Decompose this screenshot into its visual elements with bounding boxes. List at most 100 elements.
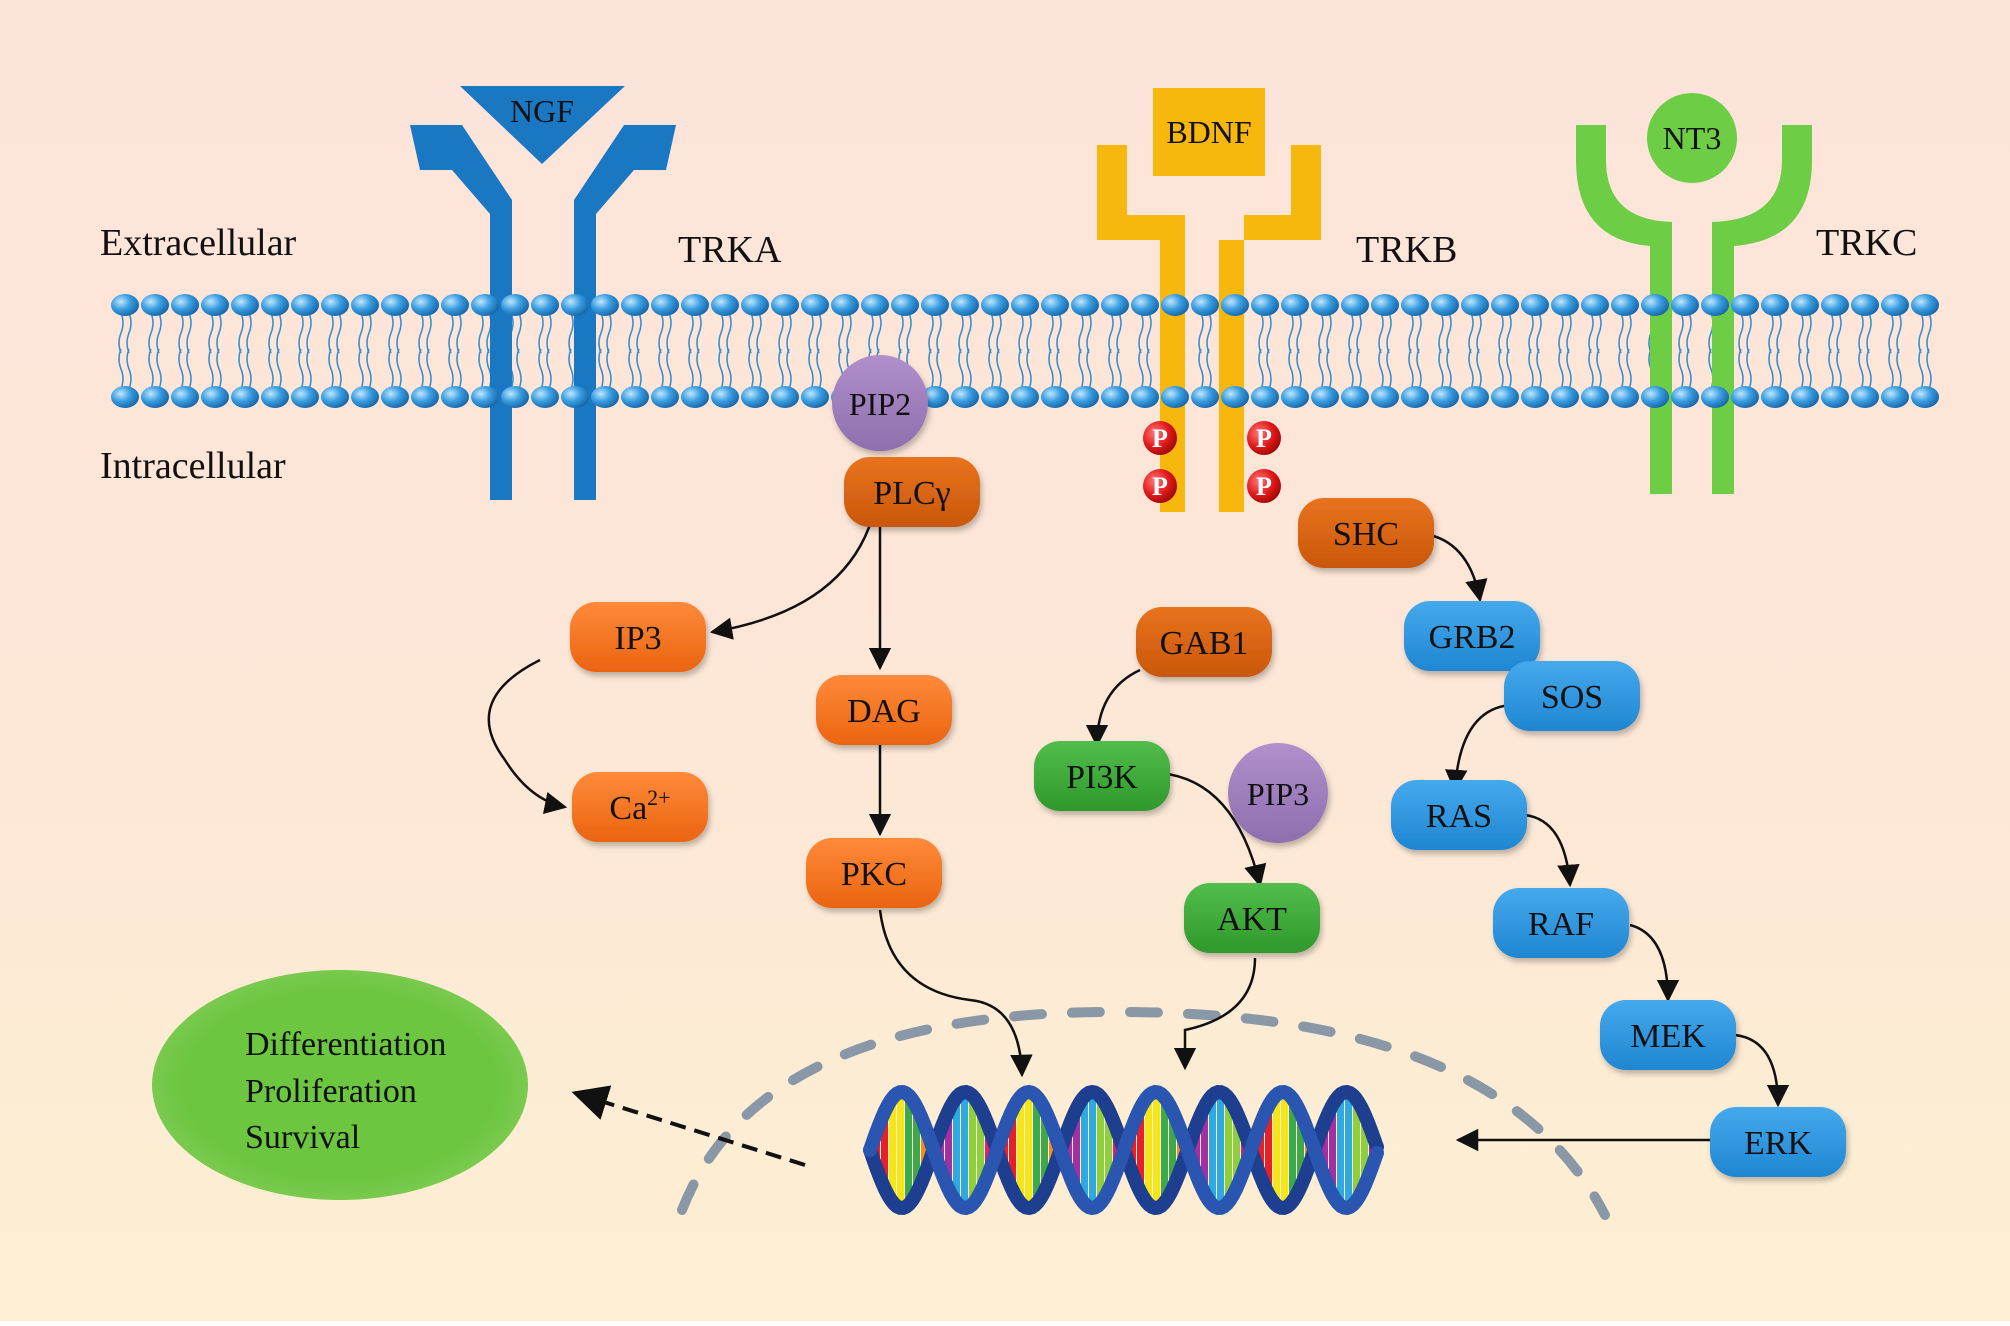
svg-text:P: P xyxy=(1152,424,1168,453)
lipid-head xyxy=(1851,294,1879,316)
svg-text:P: P xyxy=(1152,472,1168,501)
lipid-tail xyxy=(636,312,642,390)
lipid-head xyxy=(1731,386,1759,408)
pi3k-label: PI3K xyxy=(1066,759,1138,796)
lipid-head xyxy=(771,386,799,408)
lipid-tail xyxy=(726,312,732,390)
lipid-tail xyxy=(1468,312,1474,390)
phospho-icon: P xyxy=(1247,421,1281,455)
lipid-head xyxy=(1761,386,1789,408)
dag-node: DAG xyxy=(816,675,952,745)
lipid-tail xyxy=(1836,312,1842,390)
lipid-head xyxy=(981,294,1009,316)
lipid-tail xyxy=(1858,312,1864,390)
lipid-head xyxy=(1041,386,1069,408)
lipid-head xyxy=(261,294,289,316)
arrow-gab1-pi3k xyxy=(1085,668,1141,748)
base-pair xyxy=(953,1097,960,1203)
lipid-head xyxy=(1551,294,1579,316)
lipid-head xyxy=(1791,294,1819,316)
arrow-ip3-ca xyxy=(487,658,568,815)
lipid-tail xyxy=(546,312,552,390)
lipid-tail xyxy=(1138,312,1144,390)
base-pair xyxy=(1273,1095,1280,1205)
lipid-tail xyxy=(456,312,462,390)
base-pair xyxy=(1097,1096,1104,1204)
lipid-head xyxy=(1131,386,1159,408)
lipid-tail xyxy=(1498,312,1504,390)
lipid-head xyxy=(951,294,979,316)
pip2-node xyxy=(832,355,928,451)
base-pair xyxy=(1025,1092,1032,1208)
lipid-tail xyxy=(1146,312,1152,390)
lipid-tail xyxy=(1416,312,1422,390)
lipid-tail xyxy=(1798,312,1804,390)
lipid-tail xyxy=(448,312,454,390)
lipid-head xyxy=(1581,386,1609,408)
lipid-tail xyxy=(1776,312,1782,390)
lipid-head xyxy=(1101,386,1129,408)
base-pair xyxy=(1193,1126,1200,1174)
base-pair xyxy=(1145,1096,1152,1204)
lipid-head xyxy=(801,294,829,316)
lipid-tail xyxy=(1768,312,1774,390)
lipid-tail xyxy=(1026,312,1032,390)
base-pair xyxy=(1345,1092,1352,1208)
lipid-tail xyxy=(358,312,364,390)
arrow-akt-dna xyxy=(1173,957,1257,1071)
nt3-label: NT3 xyxy=(1663,120,1722,156)
lipid-head xyxy=(801,386,829,408)
lipid-tail xyxy=(208,312,214,390)
lipid-head xyxy=(831,294,859,316)
lipid-head xyxy=(201,386,229,408)
base-pair xyxy=(1353,1098,1360,1202)
lipid-tail xyxy=(808,312,814,390)
lipid-tail xyxy=(388,312,394,390)
lipid-tail xyxy=(1678,312,1684,390)
svg-text:P: P xyxy=(1256,472,1272,501)
lipid-head xyxy=(681,294,709,316)
trkb-label: TRKB xyxy=(1356,229,1457,271)
lipid-tail xyxy=(936,312,942,390)
outcome-survival: Survival xyxy=(245,1119,360,1156)
lipid-tail xyxy=(1596,312,1602,390)
lipid-head xyxy=(531,294,559,316)
ip3-node: IP3 xyxy=(570,602,706,672)
lipid-head xyxy=(1341,294,1369,316)
lipid-tail xyxy=(1926,312,1932,390)
pip3-node xyxy=(1228,743,1328,843)
lipid-tail xyxy=(658,312,664,390)
base-pair xyxy=(913,1105,920,1195)
base-pair xyxy=(881,1112,888,1188)
lipid-tail xyxy=(748,312,754,390)
lipid-tail xyxy=(1048,312,1054,390)
lipid-head xyxy=(381,294,409,316)
lipid-head xyxy=(321,294,349,316)
phospho-groups: P P P P xyxy=(1143,421,1281,503)
lipid-tail xyxy=(538,312,544,390)
lipid-head xyxy=(1131,294,1159,316)
trkc-label: TRKC xyxy=(1816,222,1917,264)
lipid-tail xyxy=(756,312,762,390)
lipid-tail xyxy=(1348,312,1354,390)
lipid-tail xyxy=(246,312,252,390)
lipid-head xyxy=(921,294,949,316)
lipid-head xyxy=(1371,294,1399,316)
lipid-tail xyxy=(1198,312,1204,390)
base-pair xyxy=(1225,1097,1232,1203)
lipid-tail xyxy=(268,312,274,390)
lipid-head xyxy=(1911,294,1939,316)
grb2-node: GRB2 xyxy=(1404,601,1540,671)
lipid-head xyxy=(1611,294,1639,316)
lipid-tail xyxy=(276,312,282,390)
lipid-tail xyxy=(996,312,1002,390)
lipid-tail xyxy=(606,312,612,390)
sos-node: SOS xyxy=(1504,661,1640,731)
outcome-proliferation: Proliferation xyxy=(245,1073,417,1110)
arrow-pi3k-akt xyxy=(1159,771,1267,888)
arrow-pkc-dna xyxy=(878,909,1033,1078)
base-pair xyxy=(1361,1112,1368,1188)
trka-label: TRKA xyxy=(678,229,782,271)
erk-node: ERK xyxy=(1710,1107,1846,1177)
lipid-tail xyxy=(1288,312,1294,390)
